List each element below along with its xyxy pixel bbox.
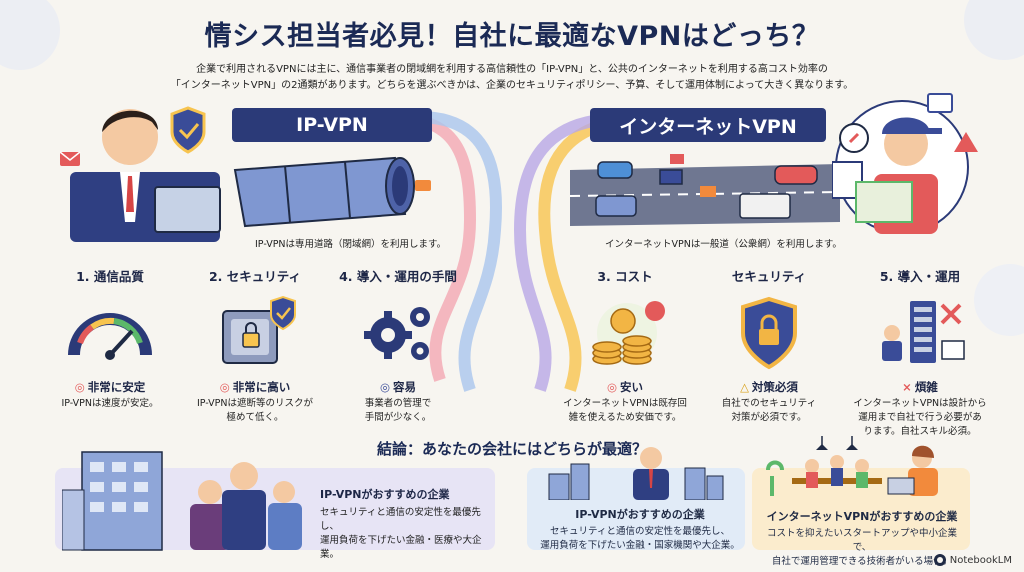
feature-cost-heading: 3. コスト xyxy=(597,269,653,284)
speedometer-icon xyxy=(68,313,152,360)
notebooklm-logo-icon xyxy=(933,554,946,566)
feature-setup-desc: 事業者の管理で手間が少なく。 xyxy=(364,398,432,423)
badge-mark: ◎ xyxy=(379,380,391,394)
card-1-title: IP-VPNがおすすめの企業 xyxy=(320,488,450,501)
feature-security-inet-badge: 対策必須 xyxy=(751,380,798,394)
feature-security-badge: 非常に高い xyxy=(232,380,291,394)
startup-team-illustration xyxy=(766,436,938,496)
server-tools-icon xyxy=(882,301,965,363)
businessman-city-illustration xyxy=(548,447,724,500)
conclusion-card-inetvpn-text: インターネットVPNがおすすめの企業 コストを抑えたいスタートアップや中小企業で… xyxy=(762,508,962,569)
intro-line-2: 「インターネットVPN」の2通類があります。どちらを選ぶべきかは、企業のセキュリ… xyxy=(170,80,854,91)
feature-security-ipvpn: 2. セキュリティ ◎非常に高い IP-VPNは遮断等のリスクが極めて低く。 xyxy=(190,266,320,425)
feature-cost-desc: インターネットVPNは既存回雑を使えるため安価です。 xyxy=(563,398,687,423)
road-illustration xyxy=(570,154,840,226)
card-3-title: インターネットVPNがおすすめの企業 xyxy=(766,510,958,523)
feature-security-inet-heading: セキュリティ xyxy=(731,269,807,284)
feature-setup-badge: 容易 xyxy=(393,380,417,394)
coins-icon xyxy=(592,301,665,365)
internet-vpn-caption: インターネットVPNは一般道（公衆網）を利用します。 xyxy=(605,239,842,250)
feature-quality: 1. 通信品質 ◎非常に安定 IP-VPNは速度が安定。 xyxy=(45,266,175,411)
internet-vpn-banner: インターネットVPN xyxy=(590,108,826,142)
feature-cost-badge: 安い xyxy=(620,380,644,394)
traveler-illustration xyxy=(832,93,978,234)
feature-setup-inet-badge: 煩雑 xyxy=(914,380,938,394)
card-2-title: IP-VPNがおすすめの企業 xyxy=(575,508,705,521)
card-2-desc: セキュリティと通信の安定性を最優先し、運用負荷を下げたい金融・国家機関や大企業。 xyxy=(540,526,740,551)
feature-setup-heading: 4. 導入・運用の手間 xyxy=(339,269,457,284)
businessman-illustration xyxy=(60,106,221,242)
feature-security-inetvpn: セキュリティ △対策必須 自社でのセキュリティ対策が必須です。 xyxy=(704,266,834,425)
feature-security-desc: IP-VPNは遮断等のリスクが極めて低く。 xyxy=(196,398,314,423)
gears-icon xyxy=(364,307,430,360)
feature-setup-ipvpn: 4. 導入・運用の手間 ◎容易 事業者の管理で手間が少なく。 xyxy=(333,266,463,425)
feature-setup-inet-desc: インターネットVPNは設計から運用まで自社で行う必要があります。自社スキル必須。 xyxy=(853,398,987,437)
badge-mark: ◎ xyxy=(219,380,230,394)
badge-mark: ◎ xyxy=(74,380,85,394)
feature-quality-desc: IP-VPNは速度が安定。 xyxy=(61,398,159,409)
feature-setup-inet-heading: 5. 導入・運用 xyxy=(879,269,961,284)
feature-setup-inetvpn: 5. 導入・運用 ×煩雑 インターネットVPNは設計から運用まで自社で行う必要が… xyxy=(850,266,990,439)
page-title: 情シス担当者必見！自社に最適なVPNはどっち？ xyxy=(204,21,820,52)
badge-mark: × xyxy=(902,380,912,394)
card-1-desc: セキュリティと通信の安定性を最優先し、運用負荷を下げたい金融・医療や大企業。 xyxy=(320,507,482,560)
badge-mark: △ xyxy=(740,380,749,394)
feature-quality-badge: 非常に安定 xyxy=(87,380,146,394)
feature-security-inet-desc: 自社でのセキュリティ対策が必須です。 xyxy=(721,398,817,423)
shield-lock-icon xyxy=(741,296,797,370)
ip-vpn-caption: IP-VPNは専用道路（閉域網）を利用します。 xyxy=(255,239,447,250)
conclusion-card-ipvpn-2-text: IP-VPNがおすすめの企業 セキュリティと通信の安定性を最優先し、運用負荷を下… xyxy=(540,506,740,553)
ip-vpn-banner: IP-VPN xyxy=(232,108,432,142)
safe-lock-icon xyxy=(222,295,296,364)
conclusion-title: 結論：あなたの会社にはどちらが最適？ xyxy=(376,440,647,458)
intro-text: 企業で利用されるVPNには主に、通信事業者の閉域網を利用する高信頼性の「IP-V… xyxy=(150,62,874,94)
conclusion-card-ipvpn-1-text: IP-VPNがおすすめの企業 セキュリティと通信の安定性を最優先し、運用負荷を下… xyxy=(320,486,490,562)
office-team-illustration xyxy=(62,451,302,551)
feature-security-heading: 2. セキュリティ xyxy=(208,269,302,284)
intro-line-1: 企業で利用されるVPNには主に、通信事業者の閉域網を利用する高信頼性の「IP-V… xyxy=(196,64,828,75)
feature-cost: 3. コスト ◎安い インターネットVPNは既存回雑を使えるため安価です。 xyxy=(560,266,690,425)
feature-quality-heading: 1. 通信品質 xyxy=(76,269,144,284)
brand-watermark: NotebookLM xyxy=(933,554,1012,566)
card-3-desc: コストを抑えたいスタートアップや中小企業で、自社で運用管理できる技術者がいる場合… xyxy=(766,528,957,567)
badge-mark: ◎ xyxy=(606,380,618,394)
brand-name: NotebookLM xyxy=(949,554,1012,566)
pipe-illustration xyxy=(233,156,431,228)
